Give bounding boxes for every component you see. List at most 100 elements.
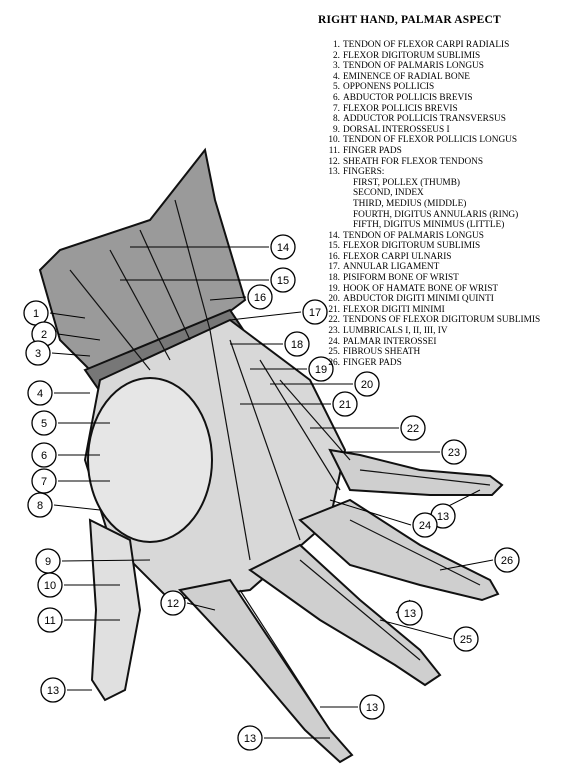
legend-number: 18.: [328, 273, 340, 284]
callout-number: 23: [448, 447, 460, 459]
callout-number: 10: [44, 580, 56, 592]
legend-number: 19.: [328, 283, 340, 294]
legend-number: 17.: [328, 262, 340, 273]
legend-item: 19.HOOK OF HAMATE BONE OF WRIST: [318, 284, 570, 295]
callout-leader: [53, 504, 101, 511]
legend-label: FLEXOR DIGITI MINIMI: [343, 304, 445, 315]
legend-item: 1.TENDON OF FLEXOR CARPI RADIALIS: [318, 40, 570, 51]
callout-leader: [209, 296, 247, 301]
legend-item: 9.DORSAL INTEROSSEUS I: [318, 125, 570, 136]
callout-layer: 1234567891011121313131313141516171819202…: [23, 234, 520, 751]
legend-number: 15.: [328, 241, 340, 252]
callout-leader: [61, 559, 151, 562]
legend-number: 7.: [333, 103, 340, 114]
legend-label: TENDON OF PALMARIS LONGUS: [343, 230, 484, 241]
callout-circle: [453, 626, 479, 652]
callout-22: 22: [310, 415, 426, 441]
legend-label: HOOK OF HAMATE BONE OF WRIST: [343, 283, 499, 294]
legend-number: 24.: [328, 336, 340, 347]
callout-circle: [412, 512, 438, 538]
callout-16: 16: [209, 284, 273, 310]
legend-number: 23.: [328, 326, 340, 337]
legend-label: ABDUCTOR POLLICIS BREVIS: [343, 92, 473, 103]
callout-circle: [284, 331, 310, 357]
legend-subitem: FIRST, POLLEX (THUMB): [353, 177, 461, 188]
callout-number: 5: [41, 418, 47, 430]
legend-number: 16.: [328, 251, 340, 262]
callout-13: 13: [40, 677, 92, 703]
callout-number: 1: [33, 308, 39, 320]
legend-label: LUMBRICALS I, II, III, IV: [343, 326, 448, 337]
callout-number: 13: [244, 733, 256, 745]
legend-subitem: SECOND, INDEX: [353, 188, 424, 199]
callout-number: 13: [366, 702, 378, 714]
legend-label: FLEXOR POLLICIS BREVIS: [343, 103, 458, 114]
callout-number: 24: [419, 520, 431, 532]
legend-item: 22.TENDONS OF FLEXOR DIGITORUM SUBLIMIS: [318, 315, 570, 326]
legend-item: 4.EMINENCE OF RADIAL BONE: [318, 72, 570, 83]
legend-label: FLEXOR DIGITORUM SUBLIMIS: [343, 241, 481, 252]
callout-13: 13: [395, 599, 423, 626]
legend-label: PISIFORM BONE OF WRIST: [343, 273, 459, 284]
legend-number: 1.: [333, 40, 340, 50]
thenar-eminence: [87, 377, 213, 543]
legend-item: 3.TENDON OF PALMARIS LONGUS: [318, 61, 570, 72]
callout-circle: [31, 442, 57, 468]
legend-item: 24.PALMAR INTEROSSEI: [318, 337, 570, 348]
callout-circle: [270, 234, 296, 260]
legend-item: 21.FLEXOR DIGITI MINIMI: [318, 305, 570, 316]
legend-label: ADDUCTOR POLLICIS TRANSVERSUS: [343, 114, 506, 125]
legend-item: 20.ABDUCTOR DIGITI MINIMI QUINTI: [318, 294, 570, 305]
legend-label: TENDONS OF FLEXOR DIGITORUM SUBLIMIS: [343, 315, 541, 326]
callout-number: 4: [37, 388, 43, 400]
legend-item: 18.PISIFORM BONE OF WRIST: [318, 273, 570, 284]
callout-leader: [57, 333, 101, 341]
callout-6: 6: [31, 442, 100, 468]
legend-item: 8.ADDUCTOR POLLICIS TRANSVERSUS: [318, 114, 570, 125]
callout-number: 12: [167, 598, 179, 610]
legend-number: 21.: [328, 304, 340, 315]
callout-number: 15: [277, 275, 289, 287]
callout-number: 17: [309, 307, 321, 319]
legend-item: 26.FINGER PADS: [318, 358, 570, 369]
callout-5: 5: [31, 410, 110, 436]
callout-circle: [332, 391, 358, 417]
callout-19: 19: [250, 356, 334, 382]
callout-leader: [51, 352, 91, 357]
callout-number: 14: [277, 242, 289, 254]
legend-label: FLEXOR DIGITORUM SUBLIMIS: [343, 50, 481, 61]
legend-label: SHEATH FOR FLEXOR TENDONS: [343, 156, 484, 167]
legend-number: 26.: [328, 357, 340, 368]
callout-circle: [37, 572, 63, 598]
legend-subitem: THIRD, MEDIUS (MIDDLE): [353, 198, 467, 209]
callout-number: 20: [361, 379, 373, 391]
callout-number: 26: [501, 555, 513, 567]
legend-subitem: FIFTH, DIGITUS MINIMUS (LITTLE): [353, 220, 505, 231]
legend-item: 14.TENDON OF PALMARIS LONGUS: [318, 231, 570, 242]
callout-circle: [494, 547, 520, 573]
legend-item: 25.FIBROUS SHEATH: [318, 347, 570, 358]
legend-item: 6.ABDUCTOR POLLICIS BREVIS: [318, 93, 570, 104]
callout-circle: [247, 284, 273, 310]
legend-label: FLEXOR CARPI ULNARIS: [343, 251, 452, 262]
callout-circle: [359, 694, 385, 720]
little-finger: [328, 448, 504, 496]
callout-number: 13: [437, 511, 449, 523]
callout-circle: [308, 356, 334, 382]
callout-15: 15: [120, 267, 296, 293]
callout-circle: [31, 410, 57, 436]
index-finger: [178, 578, 354, 764]
legend-label: ANNULAR LIGAMENT: [343, 262, 440, 273]
callout-21: 21: [240, 391, 358, 417]
legend-number: 2.: [333, 50, 340, 61]
callout-3: 3: [25, 340, 91, 366]
middle-finger: [248, 543, 442, 687]
legend-number: 11.: [328, 145, 340, 156]
callout-number: 6: [41, 450, 47, 462]
legend-number: 3.: [333, 61, 340, 72]
legend-item: 5.OPPONENS POLLICIS: [318, 82, 570, 93]
callout-leader: [186, 602, 216, 611]
callout-number: 2: [41, 329, 47, 341]
callout-number: 22: [407, 423, 419, 435]
